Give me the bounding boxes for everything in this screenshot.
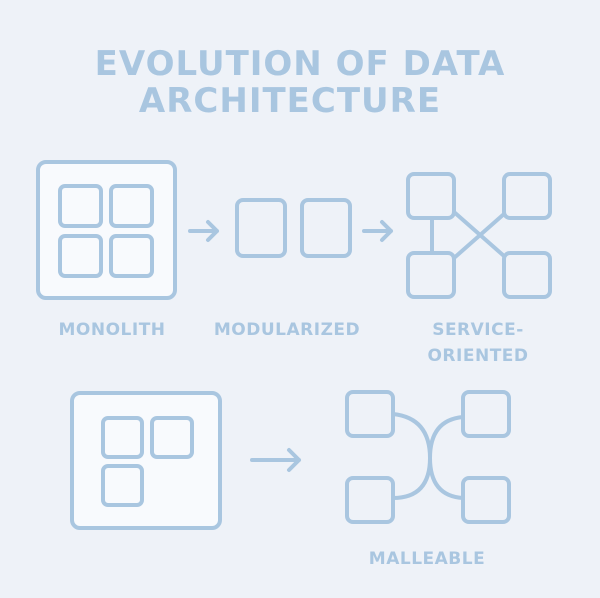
label-service-line-2: ORIENTED — [427, 346, 528, 366]
arrow-icon — [250, 448, 301, 472]
partial-monolith-diagram — [70, 391, 222, 530]
modularized-diagram — [235, 198, 352, 258]
malleable-diagram — [345, 390, 511, 524]
service-oriented-diagram — [406, 172, 552, 299]
title-line-2: ARCHITECTURE — [139, 81, 441, 121]
title-line-1: EVOLUTION OF DATA — [95, 44, 506, 84]
monolith-diagram — [36, 160, 177, 300]
label-service-line-1: SERVICE- — [432, 320, 524, 340]
arrow-icon — [188, 220, 219, 242]
label-malleable: MALLEABLE — [369, 549, 485, 569]
label-monolith: MONOLITH — [58, 320, 165, 340]
label-modularized: MODULARIZED — [214, 320, 360, 340]
arrow-icon — [362, 220, 393, 242]
